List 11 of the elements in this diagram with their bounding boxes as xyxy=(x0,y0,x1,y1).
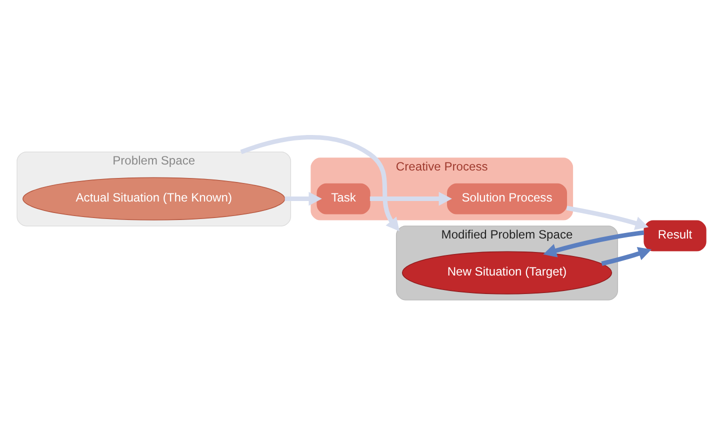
node-box: Task xyxy=(316,182,370,214)
arrow xyxy=(284,191,322,206)
node-ellipse: Actual Situation (The Known) xyxy=(22,176,286,220)
arrow xyxy=(370,191,452,206)
arrow xyxy=(566,205,649,230)
node-box: Solution Process xyxy=(447,182,568,214)
arrow xyxy=(240,134,400,231)
arrow xyxy=(543,230,644,257)
arrow xyxy=(601,246,652,266)
node-box: Result xyxy=(644,220,706,251)
node-ellipse: New Situation (Target) xyxy=(402,250,612,294)
